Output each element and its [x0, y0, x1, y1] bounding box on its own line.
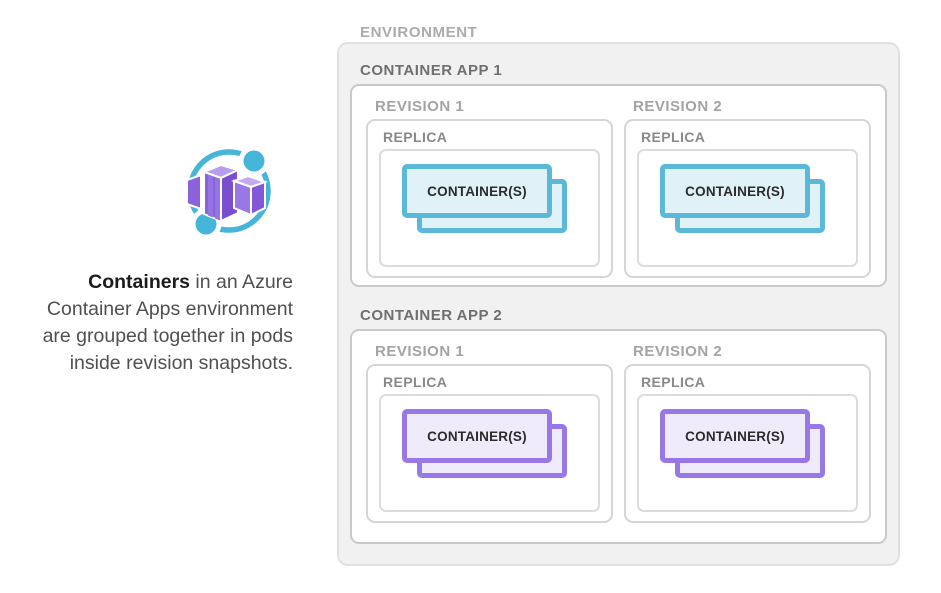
revision-box: REPLICA CONTAINER(S): [366, 119, 613, 278]
revision-box: REPLICA CONTAINER(S): [624, 119, 871, 278]
container-label: CONTAINER(S): [427, 183, 527, 199]
container-box-front: CONTAINER(S): [660, 164, 810, 218]
pod-box: CONTAINER(S): [379, 149, 600, 267]
revision-group: REVISION 2 REPLICA CONTAINER(S): [624, 98, 871, 278]
pod-box: CONTAINER(S): [379, 394, 600, 512]
revision-row: REVISION 1 REPLICA CONTAINER(S) REVISION…: [366, 343, 871, 523]
caption-line1-rest: in an Azure: [190, 271, 293, 293]
caption-bold: Containers: [88, 271, 191, 293]
container-app-section-2: CONTAINER APP 2 REVISION 1 REPLICA CONTA…: [350, 307, 887, 544]
revision-label: REVISION 1: [375, 98, 465, 115]
revision-box: REPLICA CONTAINER(S): [624, 364, 871, 523]
left-panel: Containers in an Azure Container Apps en…: [0, 0, 320, 593]
caption-line: Container Apps environment: [46, 298, 293, 320]
revision-label: REVISION 2: [633, 343, 723, 360]
container-app-box: REVISION 1 REPLICA CONTAINER(S) REVISION…: [350, 84, 887, 287]
replica-label: REPLICA: [641, 129, 706, 145]
container-box-front: CONTAINER(S): [402, 409, 552, 463]
revision-group: REVISION 1 REPLICA CONTAINER(S): [366, 98, 613, 278]
container-label: CONTAINER(S): [685, 183, 785, 199]
caption-line: inside revision snapshots.: [69, 352, 293, 374]
container-label: CONTAINER(S): [427, 428, 527, 444]
revision-row: REVISION 1 REPLICA CONTAINER(S) REVISION…: [366, 98, 871, 278]
revision-label: REVISION 2: [633, 98, 723, 115]
environment-label: ENVIRONMENT: [360, 24, 478, 41]
container-box-front: CONTAINER(S): [402, 164, 552, 218]
revision-group: REVISION 2 REPLICA CONTAINER(S): [624, 343, 871, 523]
container-app-label: CONTAINER APP 2: [360, 307, 503, 324]
revision-box: REPLICA CONTAINER(S): [366, 364, 613, 523]
container-box-front: CONTAINER(S): [660, 409, 810, 463]
pod-box: CONTAINER(S): [637, 149, 858, 267]
environment-box: CONTAINER APP 1 REVISION 1 REPLICA CONTA…: [337, 42, 900, 566]
revision-group: REVISION 1 REPLICA CONTAINER(S): [366, 343, 613, 523]
caption-line: are grouped together in pods: [42, 325, 293, 347]
replica-label: REPLICA: [383, 129, 448, 145]
caption: Containers in an Azure Container Apps en…: [0, 269, 293, 377]
container-label: CONTAINER(S): [685, 428, 785, 444]
container-app-box: REVISION 1 REPLICA CONTAINER(S) REVISION…: [350, 329, 887, 544]
caption-line: Containers in an Azure: [0, 269, 293, 296]
container-app-label: CONTAINER APP 1: [360, 62, 503, 79]
azure-container-apps-icon: [186, 145, 271, 240]
revision-label: REVISION 1: [375, 343, 465, 360]
container-app-section-1: CONTAINER APP 1 REVISION 1 REPLICA CONTA…: [350, 62, 887, 287]
replica-label: REPLICA: [383, 374, 448, 390]
pod-box: CONTAINER(S): [637, 394, 858, 512]
replica-label: REPLICA: [641, 374, 706, 390]
